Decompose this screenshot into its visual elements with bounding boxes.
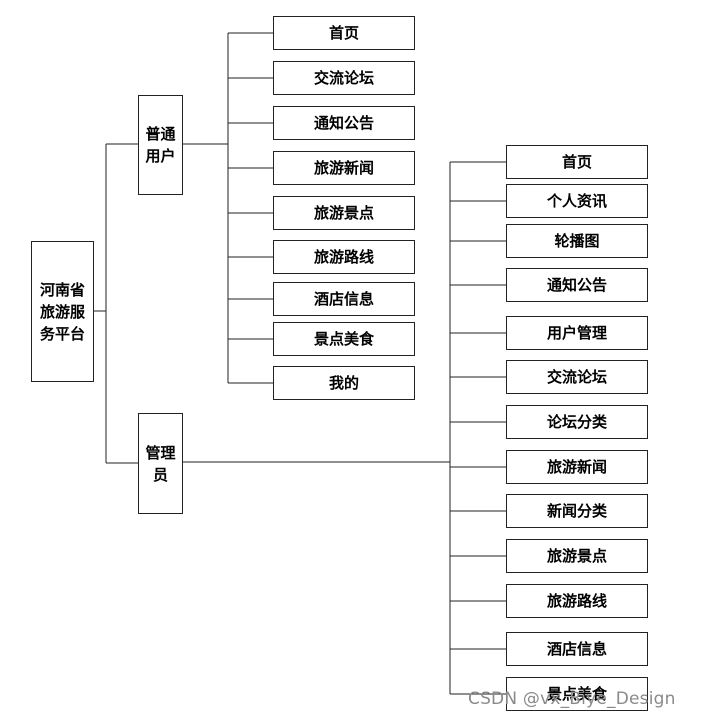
- admin-function-node: 首页: [506, 145, 648, 179]
- user-function-label: 旅游景点: [313, 204, 374, 222]
- admin-function-label: 旅游新闻: [546, 458, 607, 476]
- admin-function-label: 交流论坛: [546, 368, 607, 386]
- admin-function-node: 通知公告: [506, 268, 648, 302]
- admin-function-node: 交流论坛: [506, 360, 648, 394]
- csdn-watermark: CSDN @vx_Biye_Design: [468, 689, 676, 709]
- admin-function-node: 旅游路线: [506, 584, 648, 618]
- user-function-node: 旅游景点: [273, 196, 415, 230]
- admin-function-node: 轮播图: [506, 224, 648, 258]
- user-function-label: 景点美食: [313, 330, 374, 348]
- admin-function-label: 首页: [561, 153, 592, 171]
- admin-function-label: 用户管理: [546, 324, 607, 342]
- admin-function-node: 旅游景点: [506, 539, 648, 573]
- admin-function-label: 景点美食: [546, 685, 607, 703]
- admin-function-node: 旅游新闻: [506, 450, 648, 484]
- branch-admin-label: 管理员: [145, 443, 176, 484]
- user-function-node: 旅游路线: [273, 240, 415, 274]
- user-function-node: 通知公告: [273, 106, 415, 140]
- branch-user-label: 普通用户: [145, 125, 176, 165]
- root-node: 河南省旅游服务平台: [31, 241, 94, 382]
- root-label: 河南省旅游服务平台: [39, 280, 85, 343]
- admin-function-node: 个人资讯: [506, 184, 648, 218]
- user-function-label: 通知公告: [313, 114, 374, 132]
- admin-function-label: 论坛分类: [546, 413, 607, 431]
- admin-function-node: 景点美食: [506, 677, 648, 711]
- branch-node-admin: 管理员: [138, 413, 183, 514]
- user-function-node: 交流论坛: [273, 61, 415, 95]
- user-function-label: 旅游路线: [313, 248, 374, 266]
- user-function-node: 旅游新闻: [273, 151, 415, 185]
- admin-function-label: 酒店信息: [546, 640, 607, 658]
- admin-function-label: 新闻分类: [546, 502, 607, 520]
- user-function-label: 首页: [328, 24, 359, 42]
- admin-function-node: 酒店信息: [506, 632, 648, 666]
- user-function-node: 景点美食: [273, 322, 415, 356]
- admin-function-node: 新闻分类: [506, 494, 648, 528]
- user-function-node: 酒店信息: [273, 282, 415, 316]
- admin-function-node: 论坛分类: [506, 405, 648, 439]
- admin-function-label: 旅游景点: [546, 547, 607, 565]
- admin-function-node: 用户管理: [506, 316, 648, 350]
- admin-function-label: 旅游路线: [546, 592, 607, 610]
- admin-function-label: 通知公告: [546, 276, 607, 294]
- user-function-label: 酒店信息: [313, 290, 374, 308]
- branch-node-user: 普通用户: [138, 95, 183, 195]
- user-function-node: 我的: [273, 366, 415, 400]
- admin-function-label: 轮播图: [554, 232, 600, 250]
- admin-function-label: 个人资讯: [546, 192, 607, 210]
- user-function-label: 旅游新闻: [313, 159, 374, 177]
- user-function-label: 交流论坛: [313, 69, 374, 87]
- user-function-label: 我的: [328, 374, 359, 392]
- user-function-node: 首页: [273, 16, 415, 50]
